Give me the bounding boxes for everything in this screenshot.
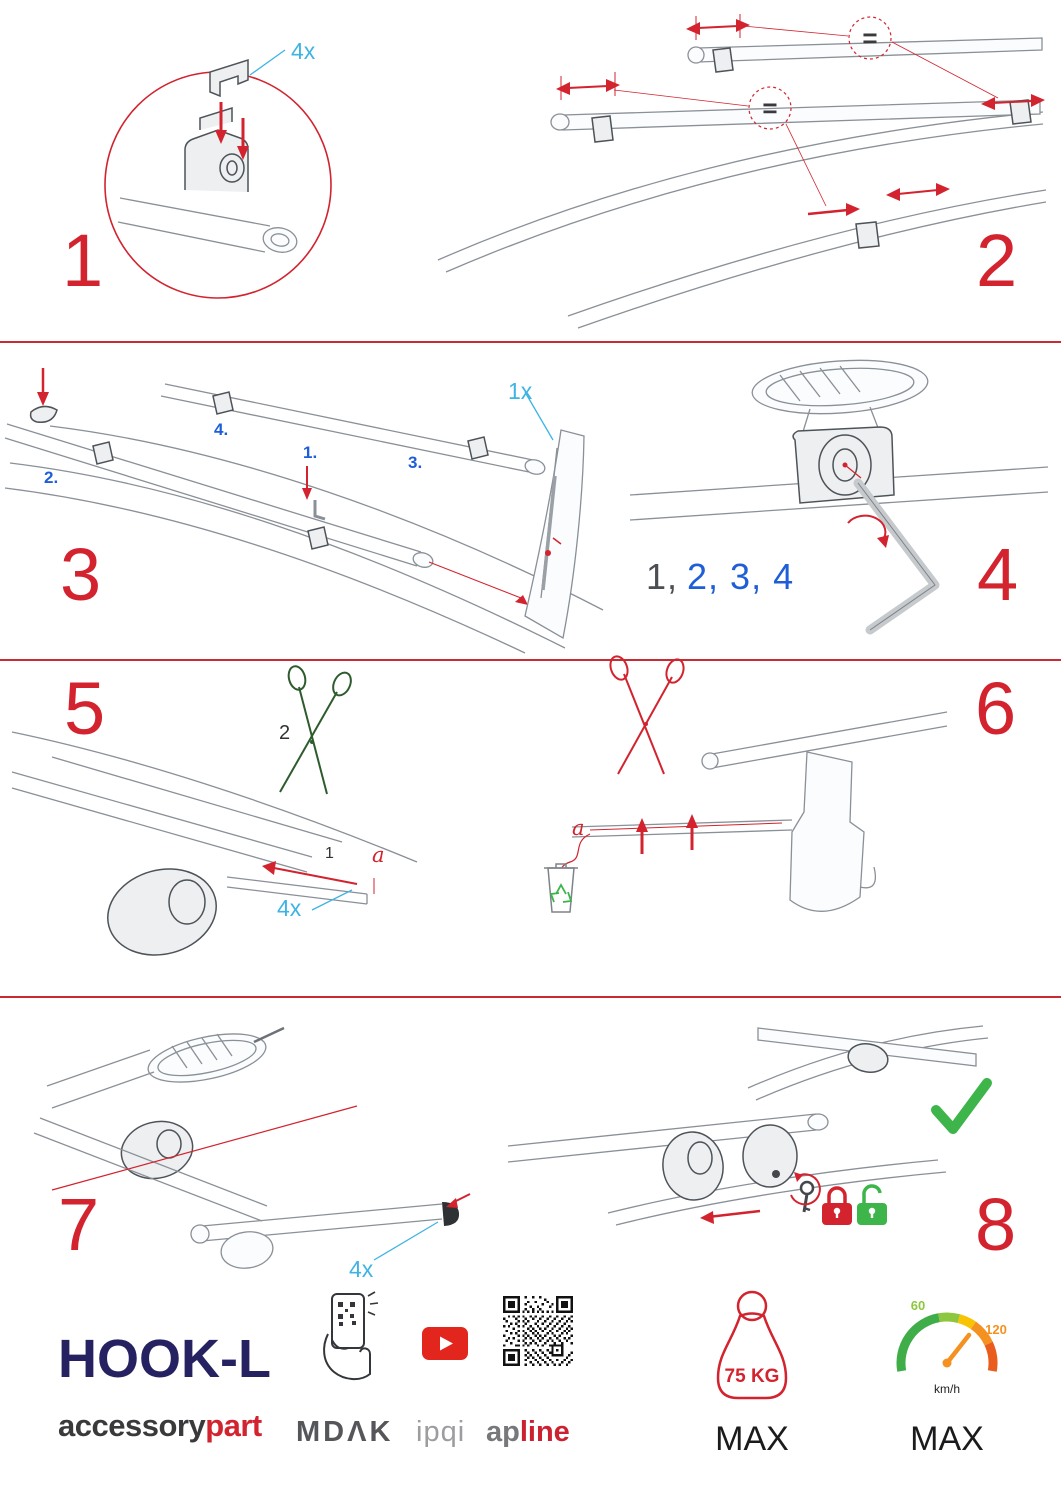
pull-arrow: [262, 861, 375, 894]
step-8-illustration: [507, 1025, 992, 1226]
step1-qty-label: 4x: [291, 38, 316, 64]
step7-qty-label: 4x: [349, 1256, 374, 1282]
speed-unit-label: km/h: [934, 1382, 960, 1396]
section-divider-1: [0, 341, 1061, 343]
weight-value: 75 KG: [725, 1366, 780, 1387]
step2-number: 2: [976, 219, 1017, 302]
step8-number: 8: [975, 1183, 1016, 1266]
logo-apline-gray: ap: [486, 1416, 520, 1448]
step-6-illustration: [544, 655, 948, 913]
trash-icon: [544, 863, 578, 913]
brand-name-black: accessory: [58, 1408, 206, 1443]
check-icon: [931, 1078, 992, 1134]
up-arrows: [636, 814, 698, 854]
brand-name-red: part: [205, 1408, 262, 1443]
lock-open-icon: [857, 1184, 887, 1225]
section-divider-2: [0, 659, 1061, 661]
logo-apline: apline: [486, 1416, 570, 1449]
svg-text:=: =: [762, 93, 777, 123]
equals-badge-top: =: [848, 16, 892, 60]
equals-badge-bottom: =: [748, 86, 792, 130]
cone-boot: [524, 429, 585, 640]
insert-arrows: [215, 102, 249, 160]
step5-qty-label: 4x: [277, 895, 302, 921]
step3-order-2: 2.: [44, 468, 59, 487]
step3-order-1: 1.: [303, 443, 318, 462]
sequence-gray: 1,: [646, 556, 679, 597]
dimension-arrows: [556, 14, 1045, 216]
logo-mdak: MDΛK: [296, 1416, 394, 1448]
brand-name: accessorypart: [58, 1408, 262, 1444]
weight-limit-icon: 75 KG: [716, 1290, 788, 1400]
rotate-arrow: [847, 514, 889, 548]
logo-apline-red: line: [519, 1416, 570, 1448]
speedometer-icon: 60 120 km/h: [896, 1298, 1007, 1396]
end-cap: [442, 1202, 460, 1226]
step3-qty-label: 1x: [508, 378, 533, 404]
product-name: HOOK-L: [58, 1329, 271, 1389]
step4-number: 4: [977, 533, 1018, 616]
step-3-illustration: [4, 368, 604, 654]
step3-number: 3: [60, 533, 101, 616]
key-icon: [790, 1172, 821, 1213]
rubber-pad: [209, 58, 249, 98]
step5-dim-label: a: [372, 843, 385, 867]
sequence-blue: 2, 3, 4: [687, 556, 795, 597]
step6-number: 6: [975, 667, 1016, 750]
step3-order-4: 4.: [214, 420, 229, 439]
step5-pull-label: 1: [325, 845, 334, 862]
scissors-icon: [609, 655, 685, 775]
step6-dim-label: a: [572, 816, 585, 840]
youtube-icon: [422, 1327, 468, 1360]
recycle-icon: [549, 883, 573, 903]
logo-ipqi: ipqi: [416, 1416, 466, 1448]
step4-sequence: 1,2, 3, 4: [646, 556, 794, 598]
step-7-illustration: [33, 1026, 471, 1269]
section-divider-3: [0, 996, 1061, 998]
step7-number: 7: [58, 1183, 99, 1266]
qr-code: [503, 1296, 573, 1366]
phone-qr-icon: [323, 1291, 379, 1380]
speed-max-label: MAX: [910, 1420, 984, 1458]
speed-low-label: 60: [911, 1298, 925, 1313]
lock-closed-icon: [822, 1186, 852, 1225]
place-arrow: [29, 368, 58, 423]
step5-cut-label: 2: [279, 722, 291, 744]
step1-number: 1: [62, 219, 103, 302]
scissors-icon: [279, 665, 352, 795]
step-4-illustration: [629, 359, 1049, 635]
svg-text:=: =: [862, 23, 877, 53]
step-5-illustration: [11, 665, 418, 956]
step-1-illustration: [104, 49, 332, 299]
tool-arrow: [302, 466, 326, 521]
allen-key: [853, 478, 940, 635]
weight-max-label: MAX: [715, 1420, 789, 1458]
step5-number: 5: [64, 667, 105, 750]
step3-order-3: 3.: [408, 453, 423, 472]
speed-high-label: 120: [985, 1322, 1007, 1337]
step-2-illustration: = =: [437, 14, 1047, 329]
